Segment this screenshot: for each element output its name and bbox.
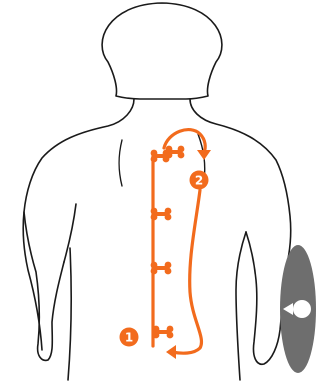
left-waist-outline [64, 204, 76, 380]
step-badge-2: 2 [190, 171, 209, 190]
right-waist-outline [236, 232, 246, 380]
bone-icon [153, 326, 174, 339]
bone-icon [151, 208, 172, 221]
massage-path [153, 130, 205, 354]
left-scapula-line [119, 140, 122, 186]
step-number: 2 [195, 174, 203, 188]
handheld-device-icon [280, 245, 316, 373]
bone-icon [151, 262, 172, 275]
bone-markers [151, 146, 185, 339]
return-path [172, 190, 201, 353]
right-arm-outline [246, 232, 286, 364]
arrowhead-icon [166, 345, 176, 359]
step-badge-1: 1 [120, 328, 139, 347]
head-outline [102, 3, 222, 99]
step-number: 1 [125, 331, 133, 345]
arrowhead-icon [197, 150, 211, 160]
left-arm-outline [24, 212, 64, 360]
bone-icon [151, 150, 170, 163]
